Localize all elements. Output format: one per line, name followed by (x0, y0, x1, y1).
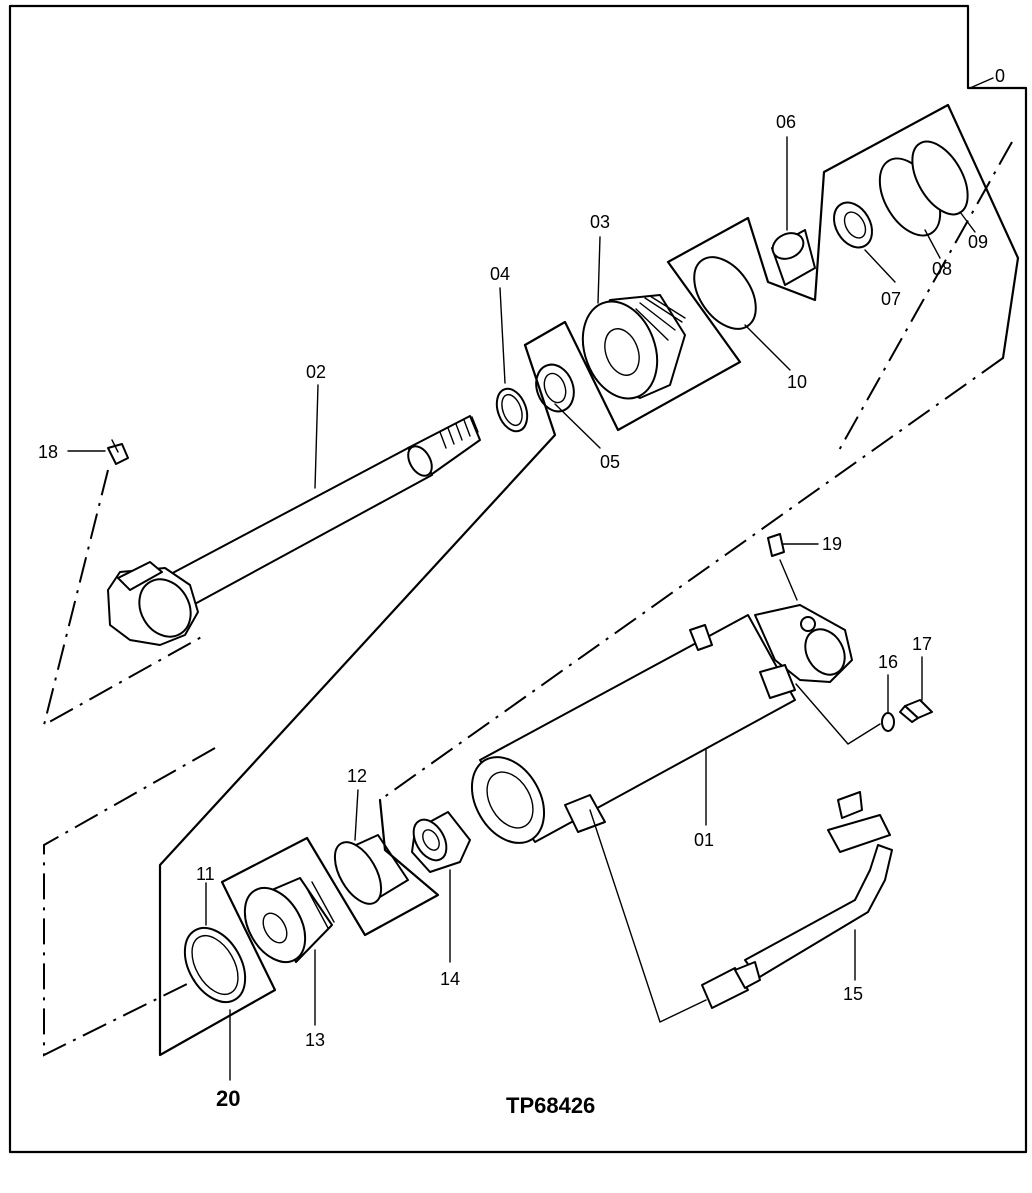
label-part-01: 01 (694, 830, 714, 850)
snap-ring-part (495, 387, 529, 433)
label-part-15: 15 (843, 984, 863, 1004)
label-part-11: 11 (196, 864, 215, 884)
label-part-06: 06 (776, 112, 796, 132)
leader-lines (67, 77, 994, 1081)
label-part-02: 02 (306, 362, 326, 382)
label-part-04: 04 (490, 264, 510, 284)
seal-kit-lower-outline (158, 343, 557, 1057)
label-part-08: 08 (932, 259, 952, 279)
seal-kit-upper-outline (523, 103, 1020, 432)
piston-part (243, 877, 335, 963)
rod-guide-part (581, 294, 686, 400)
wear-ring-part (333, 834, 409, 905)
label-part-05: 05 (600, 452, 620, 472)
label-part-0: 0 (995, 66, 1005, 86)
label-part-17: 17 (912, 634, 932, 654)
nut-part (411, 811, 471, 873)
wiper-seal-part (833, 201, 873, 249)
grease-fitting-18-part (107, 439, 129, 465)
label-part-14: 14 (440, 969, 460, 989)
center-lines (42, 141, 1013, 1057)
grease-fitting-19-part (767, 533, 785, 557)
seal-part (535, 363, 575, 413)
diagram-frame (8, 4, 1028, 1154)
o-ring-part (693, 256, 757, 330)
label-part-16: 16 (878, 652, 898, 672)
seal-ring-part (183, 927, 247, 1003)
bolt-part (899, 699, 933, 723)
label-part-03: 03 (590, 212, 610, 232)
washer-part (881, 712, 895, 732)
cylinder-tube-part (470, 604, 853, 844)
label-part-12: 12 (347, 766, 367, 786)
label-part-13: 13 (305, 1030, 325, 1050)
hydraulic-line-part (701, 791, 893, 1009)
label-part-18: 18 (38, 442, 58, 462)
label-part-07: 07 (881, 289, 901, 309)
label-part-20: 20 (216, 1086, 240, 1111)
label-part-19: 19 (822, 534, 842, 554)
bushing-part (771, 229, 816, 286)
label-part-09: 09 (968, 232, 988, 252)
piston-rod-part (107, 415, 481, 646)
figure-code: TP68426 (506, 1093, 595, 1118)
label-part-10: 10 (787, 372, 807, 392)
